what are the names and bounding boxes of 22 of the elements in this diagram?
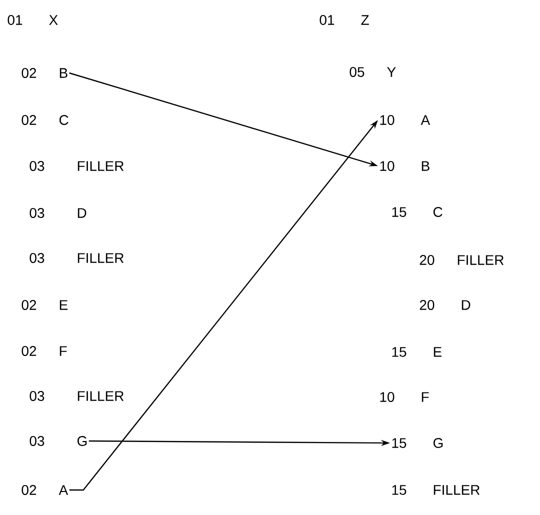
field-entry: 03 FILLER (30, 161, 124, 171)
field-entry: 15 FILLER (392, 485, 480, 495)
field-entry: 03 FILLER (30, 391, 124, 401)
field-entry: 02 B (22, 68, 68, 78)
field-entry: 02 F (22, 346, 67, 356)
field-entry: 10 F (380, 392, 429, 402)
field-entry: 01 X (8, 15, 58, 25)
field-entry: 02 C (22, 115, 68, 125)
field-entry: 15 C (392, 207, 442, 217)
field-entry: 20 FILLER (420, 255, 504, 265)
field-entry: 10 B (380, 161, 430, 171)
field-entry: 15 G (392, 438, 443, 448)
field-entry: 03 G (30, 436, 87, 446)
field-entry: 03 FILLER (30, 253, 124, 263)
field-entry: 02 E (22, 300, 68, 310)
field-entry: 15 E (392, 347, 442, 357)
field-entry: 02 A (22, 485, 68, 495)
field-entry: 01 Z (320, 15, 369, 25)
field-entry: 05 Y (350, 67, 396, 77)
field-entry: 10 A (380, 115, 430, 125)
field-entry: 20 D (420, 300, 470, 310)
field-entry: 03 D (30, 208, 86, 218)
